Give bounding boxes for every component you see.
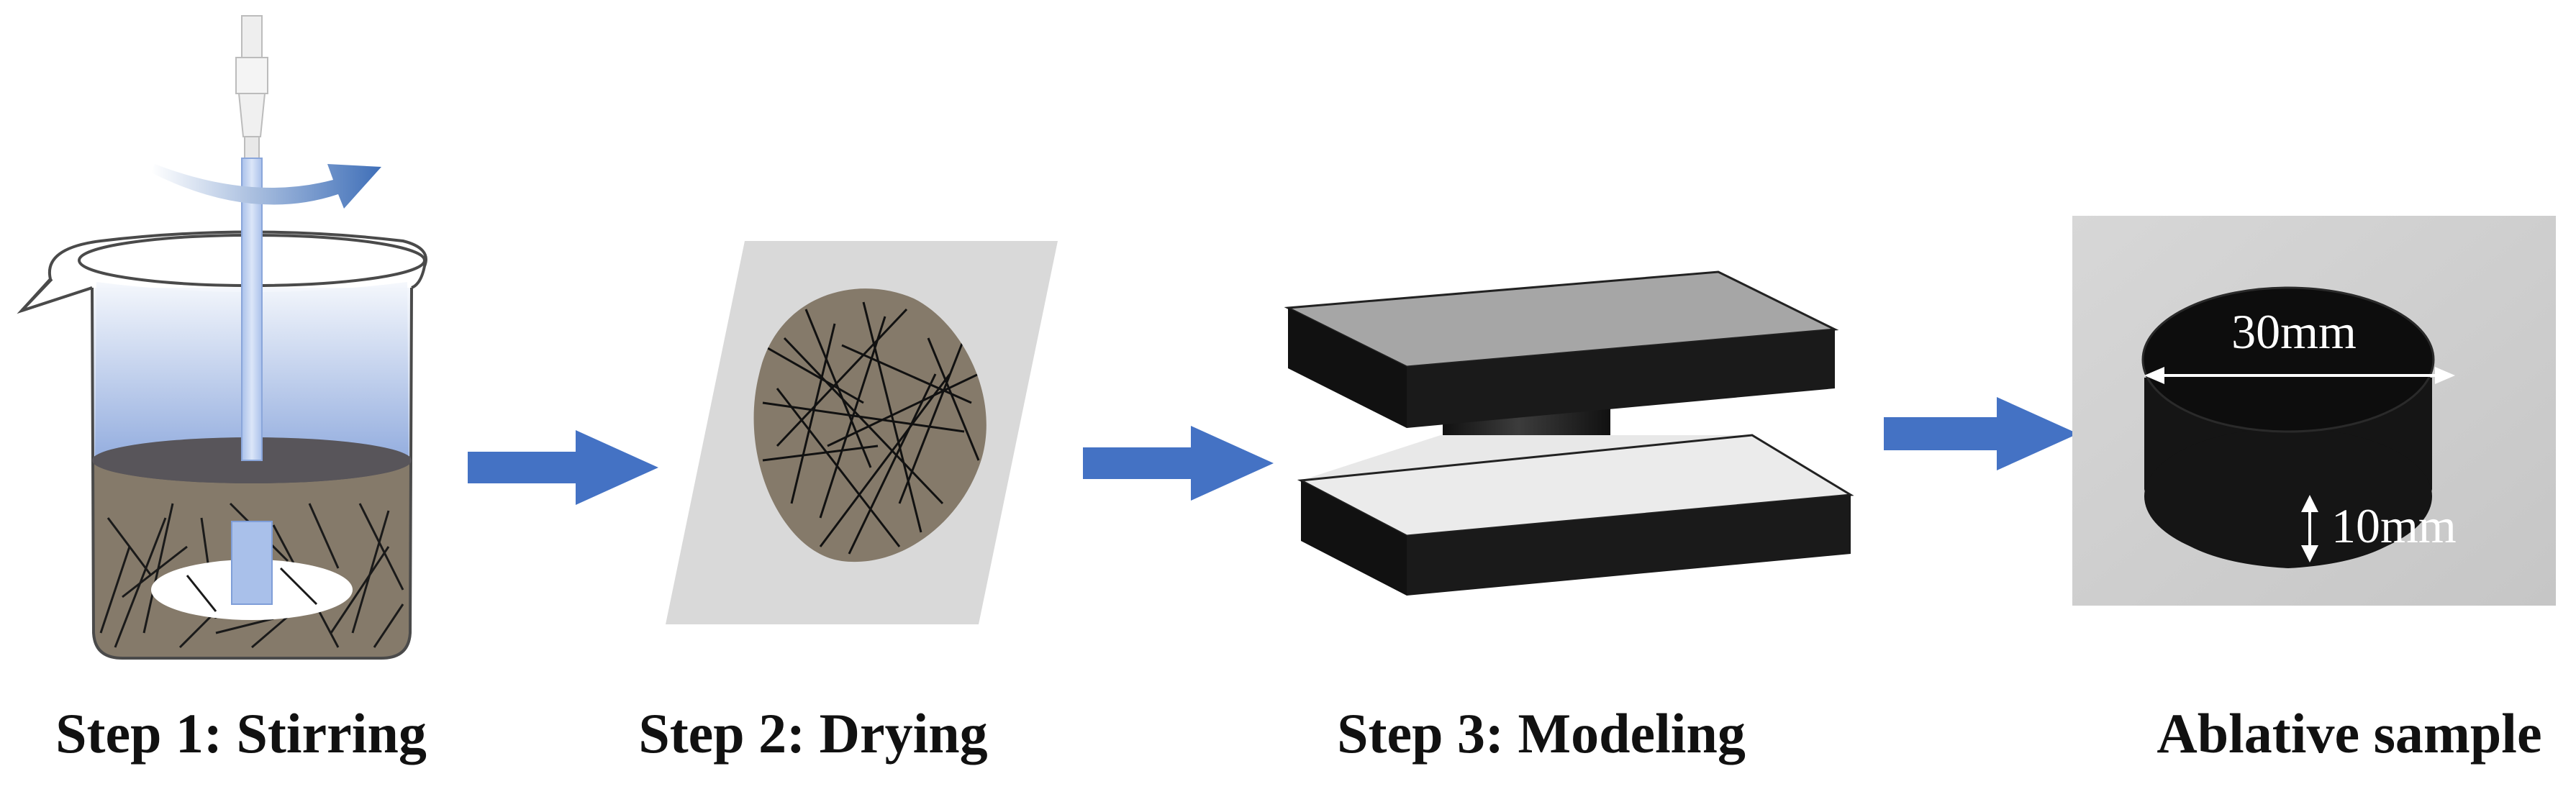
flow-arrow-2 <box>1083 426 1274 501</box>
step-1-label: Step 1: Stirring <box>55 702 427 765</box>
flow-arrow-1 <box>468 430 658 505</box>
mixture-layer <box>92 460 412 658</box>
step-3-label: Step 3: Modeling <box>1337 702 1746 765</box>
drying-sheet-icon <box>666 241 1058 624</box>
flow-arrow-3 <box>1884 397 2078 470</box>
thickness-dimension <box>2301 495 2318 562</box>
diameter-dimension <box>2144 367 2455 384</box>
ablative-sample-label: Ablative sample <box>2157 702 2542 765</box>
mold-press-icon <box>1284 270 1854 596</box>
beaker-icon <box>17 230 427 660</box>
mold-upper-plate <box>1284 270 1839 428</box>
diameter-label: 30mm <box>2231 304 2357 359</box>
thickness-label: 10mm <box>2331 498 2457 553</box>
step-2-label: Step 2: Drying <box>638 702 988 765</box>
rotation-arrow-icon <box>151 164 381 209</box>
stirrer-icon <box>231 15 273 605</box>
mold-lower-plate <box>1297 434 1854 596</box>
sample-photo: 30mm 10mm <box>2072 216 2556 606</box>
